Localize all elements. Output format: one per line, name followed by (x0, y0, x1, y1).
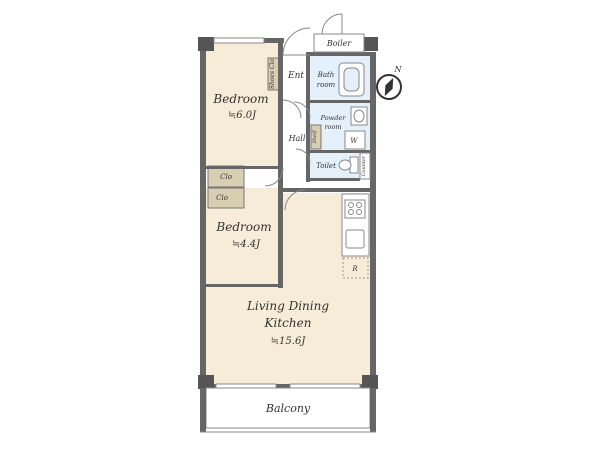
bathroom-label-line1: Bath (317, 71, 335, 79)
bedroom-mid-label: Bedroom (215, 220, 271, 234)
ldk-label-line2: Kitchen (264, 316, 312, 330)
closet-2-label: Clo (216, 194, 228, 202)
columns (198, 37, 378, 389)
compass-icon (376, 74, 402, 100)
powder-room-label-line1: Powder (320, 114, 347, 122)
boiler-box (313, 33, 365, 53)
ldk-floor (206, 193, 370, 386)
ldk-size: ≒15.6J (271, 336, 307, 347)
refrigerator-space (342, 257, 369, 279)
bedroom-top-label: Bedroom (212, 92, 268, 106)
bedroom-top-size: ≒6.0J (228, 110, 257, 121)
bathtub-icon (338, 62, 365, 97)
powder-room-label-line2: room (324, 123, 341, 131)
ldk-label-line1: Living Dining (246, 299, 329, 313)
counter-label: Counter (361, 155, 367, 176)
boiler-label: Boiler (326, 39, 353, 48)
shelf (310, 124, 322, 150)
washer-box (344, 130, 366, 150)
bathroom-label-line2: room (317, 81, 336, 89)
kitchen-sink-icon (345, 229, 365, 249)
sink-icon (350, 106, 368, 126)
washer-label: W (350, 137, 358, 145)
stove-icon (344, 199, 366, 219)
hall-floor (281, 88, 310, 183)
entrance-floor (281, 55, 310, 88)
shoes-closet-label: Shoes Clo (269, 58, 276, 89)
bedroom-mid-size: ≒4.4J (232, 239, 261, 250)
balcony-label: Balcony (265, 402, 311, 415)
refrigerator-label: R (351, 265, 358, 273)
compass-label: N (394, 65, 403, 74)
closet-1-label: Clo (220, 173, 232, 181)
doors (264, 13, 343, 211)
toilet-label: Toilet (316, 162, 336, 170)
hall-label: Hall (288, 134, 306, 143)
closet-2 (207, 187, 245, 209)
entrance-label: Ent (287, 71, 304, 81)
counter-box (359, 152, 371, 180)
shelf-label: Shelf (312, 129, 318, 143)
toilet-icon (338, 156, 359, 174)
balcony (200, 387, 376, 433)
